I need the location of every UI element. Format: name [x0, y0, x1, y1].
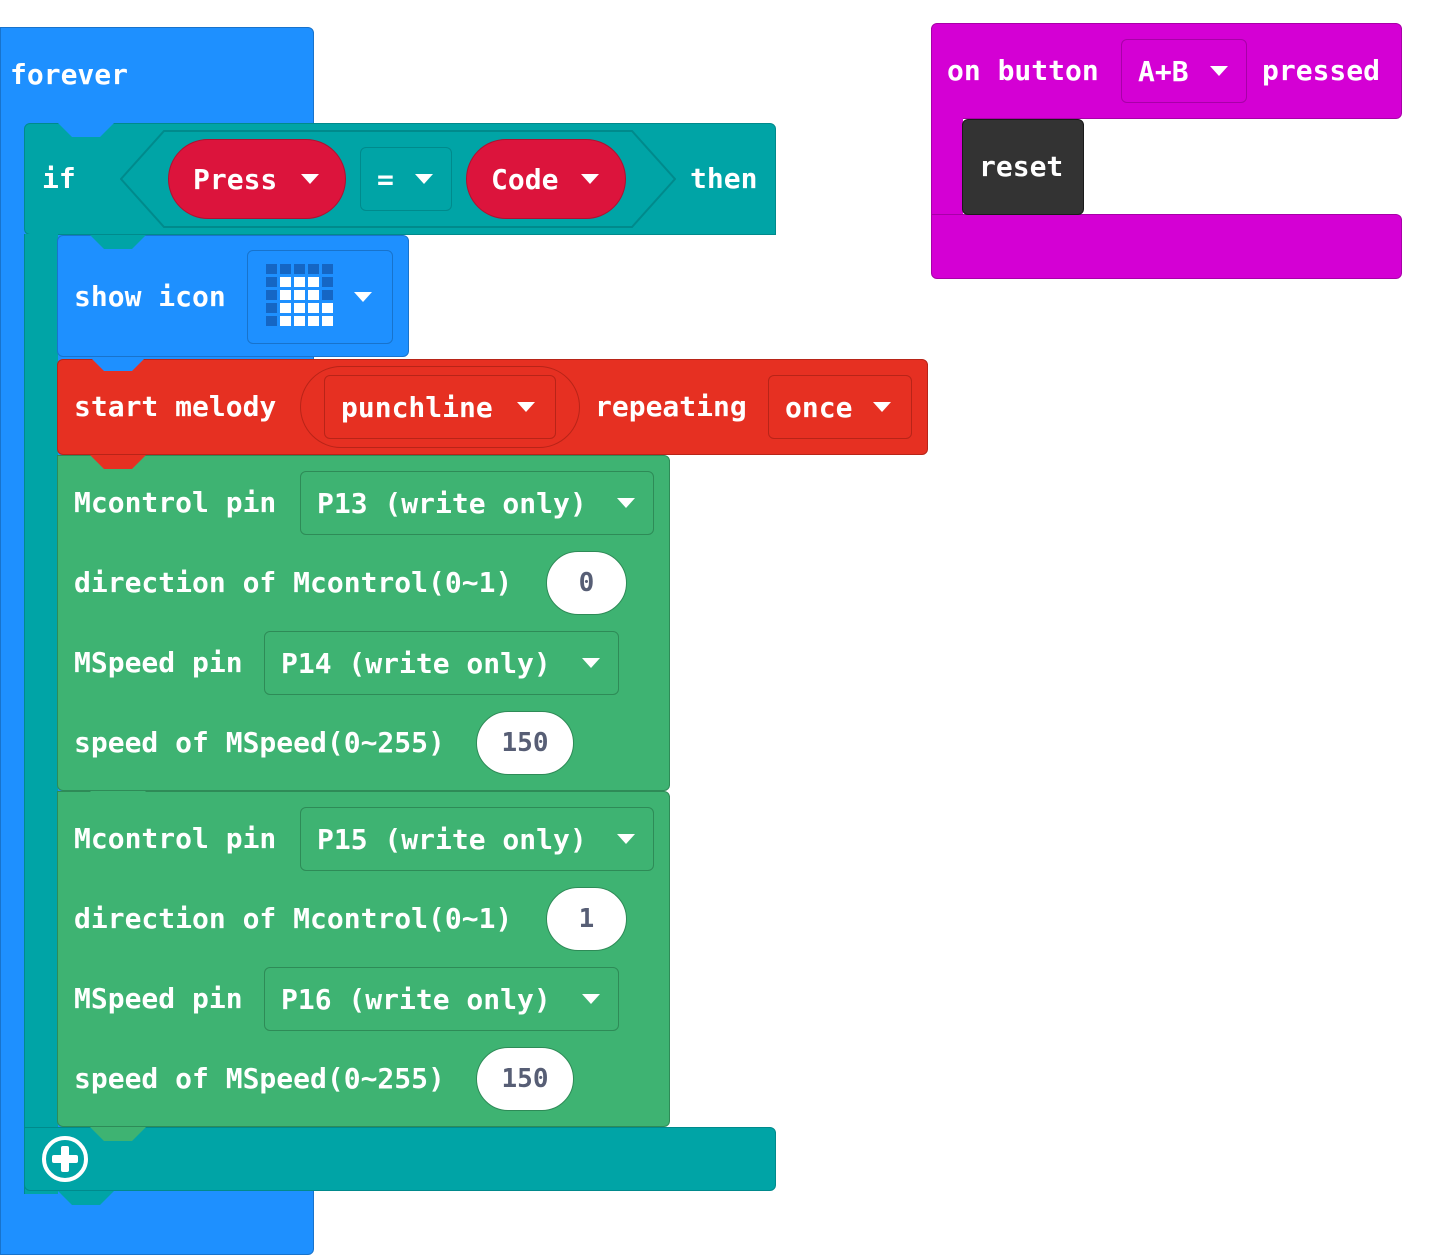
code-variable-dropdown[interactable]: Code — [466, 139, 626, 219]
code-variable-label: Code — [491, 162, 559, 196]
chevron-down-icon — [582, 658, 600, 668]
repeat-dropdown[interactable]: once — [768, 375, 912, 439]
mspeed-pin-dropdown[interactable]: P14 (write only) — [264, 631, 619, 695]
speed-label: speed of MSpeed(0~255) — [74, 726, 445, 759]
chevron-down-icon — [1210, 66, 1228, 76]
chevron-down-icon — [517, 402, 535, 412]
button-dropdown[interactable]: A+B — [1121, 39, 1247, 103]
operator-label: = — [377, 162, 394, 196]
direction-label: direction of Mcontrol(0~1) — [74, 902, 513, 935]
mcontrol-pin-label: Mcontrol pin — [74, 822, 277, 855]
repeat-value: once — [785, 390, 853, 424]
if-block-spine — [24, 234, 58, 1194]
press-variable-label: Press — [193, 162, 278, 196]
reset-label: reset — [979, 150, 1064, 183]
speed-label: speed of MSpeed(0~255) — [74, 1062, 445, 1095]
melody-dropdown[interactable]: punchline — [324, 375, 556, 439]
mspeed-pin-value: P14 (write only) — [281, 646, 551, 680]
repeating-label: repeating — [595, 390, 747, 423]
chevron-down-icon — [301, 174, 319, 184]
then-label: then — [690, 162, 758, 195]
direction-value: 1 — [578, 904, 595, 934]
on-button-label: on button — [947, 54, 1099, 87]
led-heart-icon — [266, 264, 333, 326]
mcontrol-pin-value: P15 (write only) — [317, 822, 587, 856]
show-icon-label: show icon — [74, 280, 226, 313]
forever-label: forever — [10, 58, 129, 91]
mcontrol-pin-dropdown[interactable]: P15 (write only) — [300, 807, 654, 871]
start-melody-label: start melody — [74, 390, 277, 423]
melody-value: punchline — [341, 390, 493, 424]
if-block-footer — [24, 1127, 776, 1191]
operator-dropdown[interactable]: = — [360, 147, 452, 211]
melody-slot — [300, 366, 580, 448]
speed-input[interactable]: 150 — [476, 711, 574, 775]
chevron-down-icon — [354, 292, 372, 302]
add-icon[interactable] — [40, 1134, 90, 1184]
speed-input[interactable]: 150 — [476, 1047, 574, 1111]
direction-label: direction of Mcontrol(0~1) — [74, 566, 513, 599]
mspeed-pin-label: MSpeed pin — [74, 982, 243, 1015]
direction-value: 0 — [578, 568, 595, 598]
direction-input[interactable]: 0 — [546, 551, 627, 615]
chevron-down-icon — [617, 834, 635, 844]
chevron-down-icon — [617, 498, 635, 508]
pressed-label: pressed — [1262, 54, 1381, 87]
on-button-spine — [931, 118, 963, 216]
mspeed-pin-label: MSpeed pin — [74, 646, 243, 679]
chevron-down-icon — [873, 402, 891, 412]
press-variable-dropdown[interactable]: Press — [168, 139, 346, 219]
chevron-down-icon — [582, 994, 600, 1004]
icon-picker-dropdown[interactable] — [247, 250, 393, 344]
mspeed-pin-dropdown[interactable]: P16 (write only) — [264, 967, 619, 1031]
mcontrol-pin-label: Mcontrol pin — [74, 486, 277, 519]
chevron-down-icon — [415, 174, 433, 184]
on-button-footer — [931, 214, 1402, 279]
direction-input[interactable]: 1 — [546, 887, 627, 951]
button-value: A+B — [1138, 54, 1189, 88]
reset-block[interactable] — [962, 119, 1084, 215]
mspeed-pin-value: P16 (write only) — [281, 982, 551, 1016]
mcontrol-pin-dropdown[interactable]: P13 (write only) — [300, 471, 654, 535]
if-label: if — [42, 162, 76, 195]
speed-value: 150 — [501, 1064, 549, 1094]
speed-value: 150 — [501, 728, 549, 758]
chevron-down-icon — [581, 174, 599, 184]
mcontrol-pin-value: P13 (write only) — [317, 486, 587, 520]
